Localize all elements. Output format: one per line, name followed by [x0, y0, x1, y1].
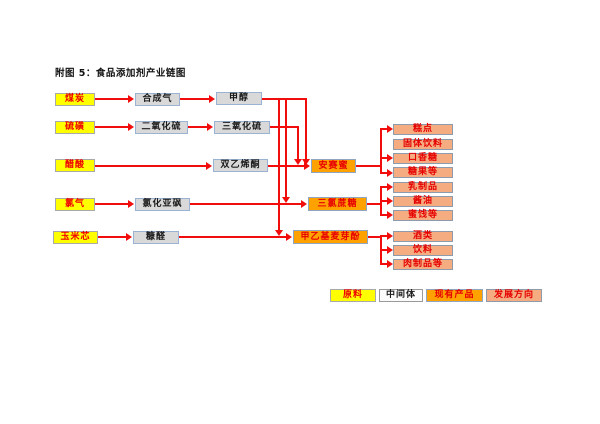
node-sulfur-dioxide: 二氧化硫	[135, 121, 188, 134]
edge-maltol-trunk	[368, 236, 382, 238]
node-acetic-acid: 醋酸	[55, 159, 95, 172]
arrow-methanol-sucralose	[282, 197, 290, 203]
arrow-acetic-diketene	[206, 162, 212, 170]
edge-thionyl-sucralose	[190, 203, 301, 205]
node-syngas: 合成气	[135, 93, 180, 106]
arrow-acesulfame-pastry	[387, 125, 393, 133]
node-thionyl-chloride: 氯化亚砜	[135, 198, 190, 211]
node-sulfur: 硫磺	[55, 121, 95, 134]
arrow-acesulfame-gum	[387, 154, 393, 162]
node-chlorine: 氯气	[55, 198, 95, 211]
stub-soy-sauce	[380, 200, 388, 202]
edge-methanol-out	[262, 98, 307, 100]
node-meat-products: 肉制品等	[393, 259, 453, 270]
arrow-methanol-maltol	[275, 230, 283, 236]
stub-beverage	[380, 249, 388, 251]
node-chewing-gum: 口香糖	[393, 153, 453, 164]
node-sucralose: 三氯蔗糖	[308, 197, 367, 211]
node-liquor: 酒类	[393, 231, 453, 242]
node-acesulfame: 安赛蜜	[311, 159, 356, 173]
edge-so3-acesulfame-v	[297, 126, 299, 159]
arrow-maltol-meat	[387, 260, 393, 268]
legend-existing-product: 现有产品	[426, 289, 483, 302]
legend-development-direction: 发展方向	[486, 289, 542, 302]
arrow-thionyl-sucralose	[301, 200, 307, 208]
arrow-sucralose-dairy	[387, 183, 393, 191]
node-preserved-fruit: 蜜饯等	[393, 210, 453, 221]
arrow-syngas-methanol	[209, 95, 215, 103]
edge-sucralose-trunk	[367, 203, 382, 205]
edge-acesulfame-trunk	[356, 165, 382, 167]
edge-chlorine-thionyl	[95, 203, 128, 205]
stub-pastry	[380, 128, 388, 130]
node-sulfur-trioxide: 三氧化硫	[214, 121, 270, 134]
arrow-sucralose-soy	[387, 197, 393, 205]
node-corn-cob: 玉米芯	[53, 231, 98, 244]
node-methyl-ethyl-maltol: 甲乙基麦芽酚	[293, 230, 368, 244]
edge-methanol-maltol-v	[278, 98, 280, 230]
arrow-corncob-furfural	[126, 233, 132, 241]
node-pastry: 糕点	[393, 124, 453, 135]
edge-so3-out	[270, 126, 299, 128]
arrow-chlorine-thionyl	[128, 200, 134, 208]
legend-intermediate: 中间体	[379, 289, 423, 302]
stub-meat	[380, 263, 388, 265]
edge-acetic-diketene	[95, 165, 206, 167]
stub-chewing-gum	[380, 157, 388, 159]
node-diketene: 双乙烯酮	[213, 159, 268, 172]
arrow-acesulfame-candy	[387, 169, 393, 177]
edge-coal-syngas	[95, 98, 128, 100]
edge-methanol-sucralose-v	[285, 98, 287, 197]
arrow-maltol-beverage	[387, 246, 393, 254]
arrow-furfural-maltol	[286, 233, 292, 241]
node-soy-sauce: 酱油	[393, 196, 453, 207]
arrow-methanol-acesulfame	[302, 159, 310, 165]
node-methanol: 甲醇	[216, 92, 262, 105]
stub-dairy	[380, 186, 388, 188]
arrow-sucralose-preserved	[387, 211, 393, 219]
stub-candy	[380, 172, 388, 174]
diagram-title: 附图 5：食品添加剂产业链图	[55, 68, 186, 79]
node-dairy: 乳制品	[393, 182, 453, 193]
edge-syngas-methanol	[180, 98, 209, 100]
arrow-maltol-liquor	[387, 232, 393, 240]
node-solid-beverage: 固体饮料	[393, 139, 453, 150]
stub-preserved-fruit	[380, 214, 388, 216]
node-beverage: 饮料	[393, 245, 453, 256]
node-furfural: 糠醛	[133, 231, 179, 244]
edge-sulfur-so2	[95, 126, 128, 128]
stub-liquor	[380, 235, 388, 237]
edge-furfural-maltol	[179, 236, 286, 238]
arrow-so3-acesulfame	[294, 159, 302, 165]
trunk-acesulfame	[380, 128, 382, 174]
node-candy: 糖果等	[393, 167, 453, 178]
edge-corncob-furfural	[98, 236, 126, 238]
arrow-coal-syngas	[128, 95, 134, 103]
node-coal: 煤炭	[55, 93, 95, 106]
arrow-so2-so3	[207, 123, 213, 131]
arrow-sulfur-so2	[128, 123, 134, 131]
arrow-diketene-acesulfame	[304, 162, 310, 170]
legend-raw-material: 原料	[330, 289, 376, 302]
edge-so2-so3	[188, 126, 207, 128]
edge-methanol-acesulfame-v	[305, 98, 307, 159]
